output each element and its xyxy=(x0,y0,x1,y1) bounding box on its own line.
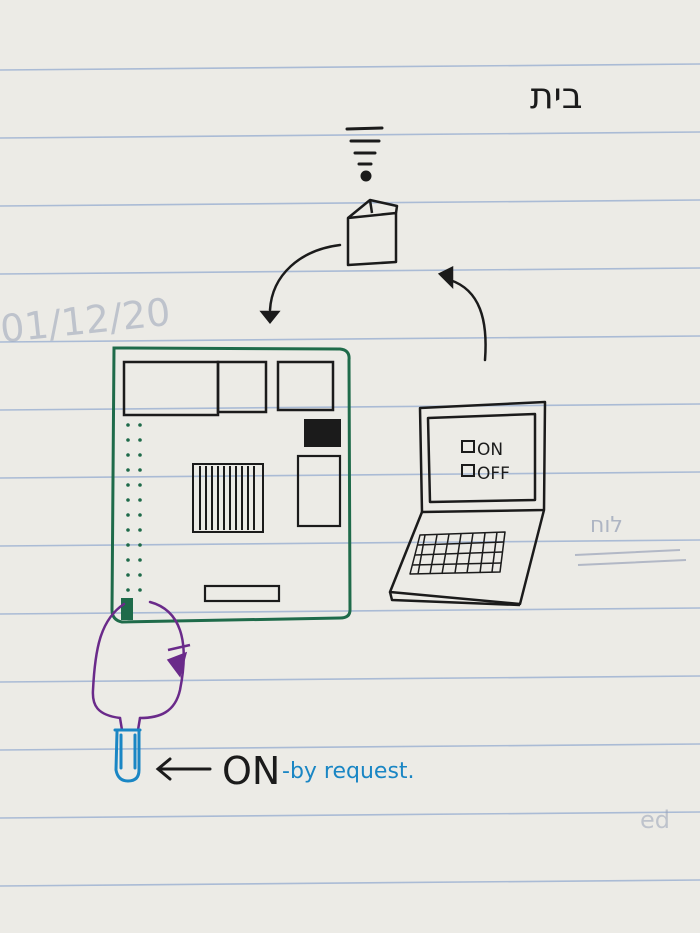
date-bleed-text: 01/12/20 xyxy=(0,290,172,352)
margin-note: לוח xyxy=(574,513,687,566)
board-bottom-header xyxy=(203,584,281,603)
led-component xyxy=(113,728,142,783)
laptop-keyboard xyxy=(409,531,506,575)
annotation-on-label: ON xyxy=(222,749,280,793)
laptop-screen-ui: ON OFF xyxy=(461,440,510,484)
connection-arrows xyxy=(259,243,487,362)
bottom-right-bleed-text: ed xyxy=(640,806,670,834)
off-checkbox xyxy=(461,464,475,477)
board-side-component xyxy=(296,454,342,528)
board-small-chip xyxy=(304,419,341,447)
laptop xyxy=(388,400,547,607)
on-checkbox xyxy=(461,440,475,453)
board-top-components xyxy=(122,360,335,417)
margin-note-text: לוח xyxy=(590,513,623,538)
laptop-on-label: ON xyxy=(477,440,503,460)
circuit-wires xyxy=(91,600,185,732)
microcontroller-board xyxy=(110,346,352,624)
page-heading: בית xyxy=(530,76,583,117)
board-processor-chip xyxy=(192,463,264,533)
laptop-off-label: OFF xyxy=(477,464,510,484)
wifi-signal-icon xyxy=(345,126,384,182)
annotation-request-label: -by request. xyxy=(282,759,415,784)
cube-module-icon xyxy=(346,198,399,267)
diode-icon xyxy=(166,643,191,678)
arrow-left-icon xyxy=(155,757,212,781)
board-pin-rows xyxy=(126,423,142,592)
